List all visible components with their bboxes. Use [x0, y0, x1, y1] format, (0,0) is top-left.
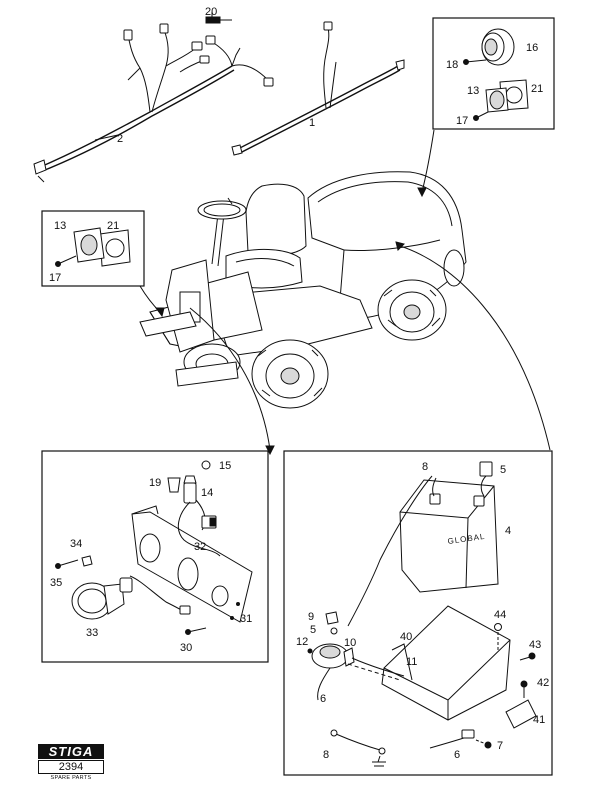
part-label-44: 44 — [494, 609, 506, 621]
part-label-31: 31 — [240, 613, 252, 625]
part-label-5-top: 5 — [500, 464, 506, 476]
part-label-19: 19 — [149, 477, 161, 489]
part-label-21-right: 21 — [531, 83, 543, 95]
part-label-4: 4 — [505, 525, 511, 537]
part-label-18: 18 — [446, 59, 458, 71]
part-label-33: 33 — [86, 627, 98, 639]
part-label-10: 10 — [344, 637, 356, 649]
part-label-16: 16 — [526, 42, 538, 54]
part-label-1: 1 — [309, 117, 315, 129]
wire-harness-1 — [231, 21, 405, 156]
part-label-5-mid: 5 — [310, 624, 316, 636]
part-label-40: 40 — [400, 631, 412, 643]
part-label-8-top: 8 — [422, 461, 428, 473]
part-label-14: 14 — [201, 487, 213, 499]
part-label-17-right: 17 — [456, 115, 468, 127]
part-label-15: 15 — [219, 460, 231, 472]
part-label-42: 42 — [537, 677, 549, 689]
model-number: 2394 — [38, 760, 104, 774]
part-label-13-right: 13 — [467, 85, 479, 97]
part-label-12: 12 — [296, 636, 308, 648]
part-label-21-left: 21 — [107, 220, 119, 232]
part-number-labels: 20 2 1 16 18 13 21 17 13 21 17 15 19 14 … — [49, 6, 549, 761]
leader-lines — [139, 129, 551, 456]
inset-socket-box-left — [41, 210, 145, 287]
part-label-11: 11 — [406, 656, 417, 668]
inset-socket-box-right — [432, 17, 555, 130]
lighting-detail-box — [41, 450, 269, 663]
brand-logo: STIGA — [38, 744, 104, 759]
brand-caption: SPARE PARTS — [50, 775, 92, 781]
part-label-32: 32 — [194, 541, 206, 553]
part-label-8-bottom: 8 — [323, 749, 329, 761]
rider-mower-illustration — [139, 171, 467, 409]
part-label-20: 20 — [205, 6, 217, 18]
part-label-6-bottom: 6 — [454, 749, 460, 761]
part-label-13-left: 13 — [54, 220, 66, 232]
part-label-17-left: 17 — [49, 272, 61, 284]
part-label-7: 7 — [497, 740, 503, 752]
part-label-41: 41 — [533, 714, 545, 726]
part-20-connector — [205, 12, 232, 24]
wire-harness-2 — [33, 23, 274, 183]
battery-detail-box — [283, 450, 553, 776]
part-label-2: 2 — [117, 133, 123, 145]
brand-block: STIGA 2394 SPARE PARTS — [38, 744, 104, 784]
part-label-34: 34 — [70, 538, 82, 550]
part-label-43: 43 — [529, 639, 541, 651]
part-label-30: 30 — [180, 642, 192, 654]
part-label-35: 35 — [50, 577, 62, 589]
part-label-6-mid: 6 — [320, 693, 326, 705]
part-label-9: 9 — [308, 611, 314, 623]
